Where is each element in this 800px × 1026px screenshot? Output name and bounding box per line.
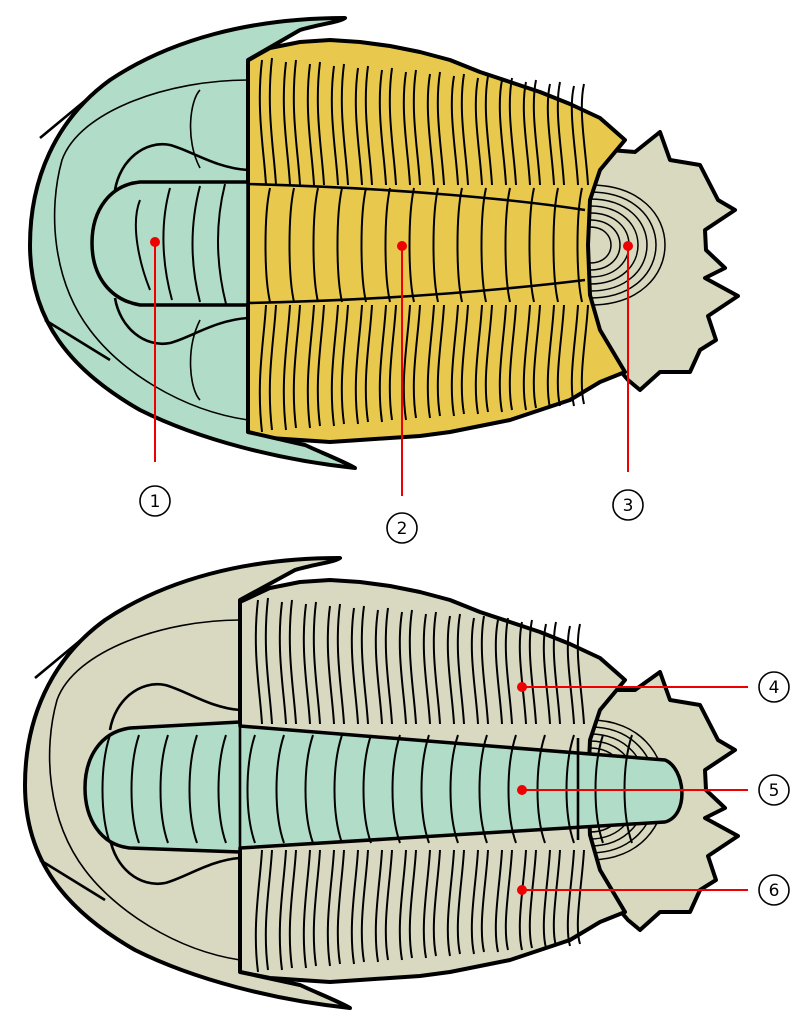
number-circle bbox=[758, 774, 790, 806]
callout-number: 3 bbox=[623, 496, 634, 516]
callout-5: 5 bbox=[517, 774, 790, 806]
callout-3: 3 bbox=[612, 241, 644, 521]
top-cephalon-icon bbox=[28, 16, 357, 470]
bottom-trilobite bbox=[23, 556, 740, 1010]
number-circle bbox=[758, 874, 790, 906]
top-thorax-icon bbox=[243, 38, 627, 444]
callout-4: 4 bbox=[517, 671, 790, 703]
number-circle bbox=[139, 485, 171, 517]
callout-dot bbox=[150, 237, 160, 247]
callout-dot bbox=[517, 885, 527, 895]
callout-number: 1 bbox=[150, 492, 161, 512]
callout-number: 5 bbox=[769, 781, 780, 801]
callout-number: 2 bbox=[397, 519, 408, 539]
bottom-axial-lobe-icon bbox=[83, 720, 684, 854]
callout-6: 6 bbox=[517, 874, 790, 906]
callouts: 1 2 3 4 5 6 bbox=[139, 237, 790, 906]
callout-dot bbox=[397, 241, 407, 251]
number-circle bbox=[758, 671, 790, 703]
top-pygidium-icon bbox=[583, 130, 740, 392]
callout-dot bbox=[517, 785, 527, 795]
callout-number: 6 bbox=[769, 881, 780, 901]
callout-dot bbox=[517, 682, 527, 692]
number-circle bbox=[386, 512, 418, 544]
callout-1: 1 bbox=[139, 237, 171, 517]
callout-number: 4 bbox=[769, 678, 780, 698]
number-circle bbox=[612, 489, 644, 521]
top-pygidium-rings bbox=[589, 184, 666, 306]
callout-dot bbox=[623, 241, 633, 251]
top-trilobite bbox=[28, 16, 740, 470]
callout-2: 2 bbox=[386, 241, 418, 544]
